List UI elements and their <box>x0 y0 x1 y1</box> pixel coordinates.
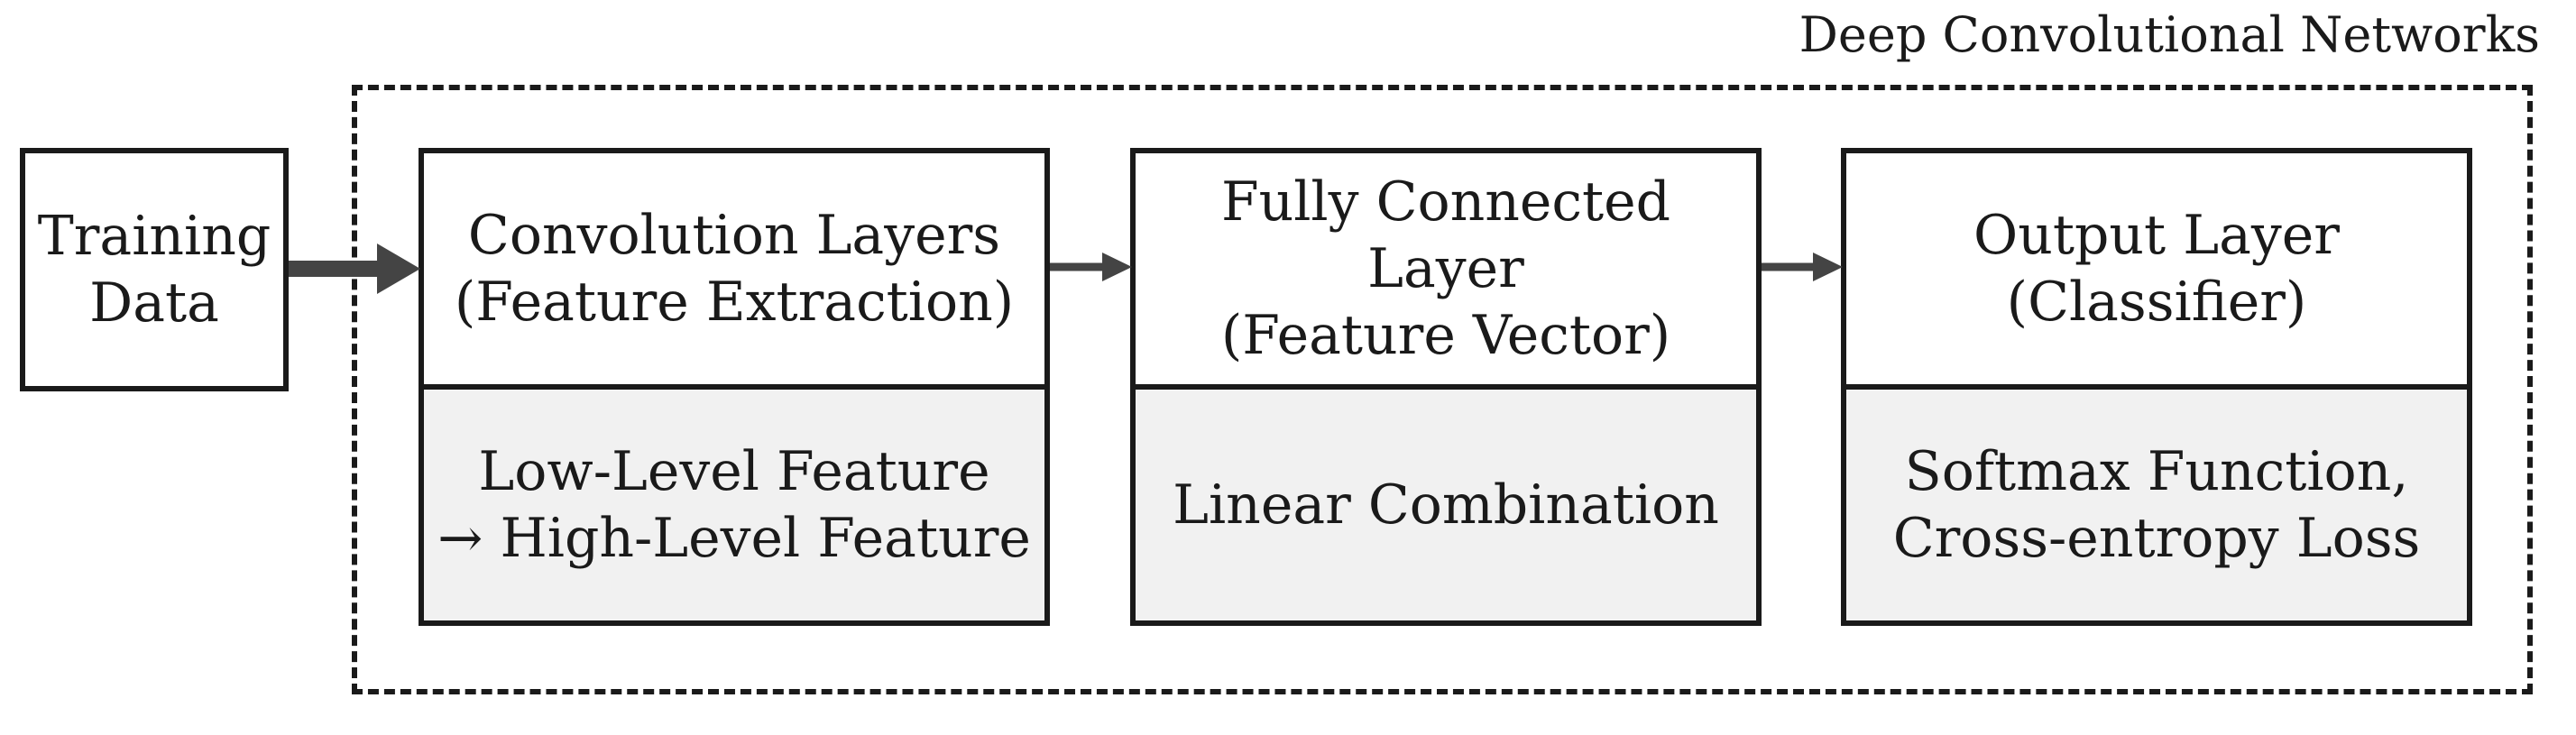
arrow-convolution-to-fully-connected <box>1050 253 1132 281</box>
output-layer-title: Output Layer (Classifier) <box>1973 204 2340 334</box>
fully-connected-layer-title: Fully Connected Layer (Feature Vector) <box>1220 170 1671 367</box>
network-region-label: Deep Convolutional Networks <box>1799 6 2540 63</box>
fully-connected-layer-detail: Linear Combination <box>1173 473 1719 537</box>
convolution-layers-detail: Low-Level Feature → High-Level Feature <box>437 440 1031 570</box>
output-layer-detail: Softmax Function, Cross-entropy Loss <box>1892 440 2421 570</box>
fully-connected-layer-block: Fully Connected Layer (Feature Vector) L… <box>1130 148 1762 626</box>
arrow-fully-connected-to-output <box>1762 253 1843 281</box>
network-region-boundary <box>352 85 2533 694</box>
convolution-layers-detail-box: Low-Level Feature → High-Level Feature <box>419 384 1050 626</box>
output-layer-header: Output Layer (Classifier) <box>1841 148 2472 390</box>
convolution-layers-block: Convolution Layers (Feature Extraction) … <box>419 148 1050 626</box>
fully-connected-layer-detail-box: Linear Combination <box>1130 384 1762 626</box>
training-data-box: Training Data <box>20 148 289 391</box>
output-layer-detail-box: Softmax Function, Cross-entropy Loss <box>1841 384 2472 626</box>
convolution-layers-title: Convolution Layers (Feature Extraction) <box>454 204 1015 334</box>
output-layer-block: Output Layer (Classifier) Softmax Functi… <box>1841 148 2472 626</box>
arrow-training-to-convolution <box>289 243 420 294</box>
convolution-layers-header: Convolution Layers (Feature Extraction) <box>419 148 1050 390</box>
training-data-label: Training Data <box>37 205 271 335</box>
fully-connected-layer-header: Fully Connected Layer (Feature Vector) <box>1130 148 1762 390</box>
